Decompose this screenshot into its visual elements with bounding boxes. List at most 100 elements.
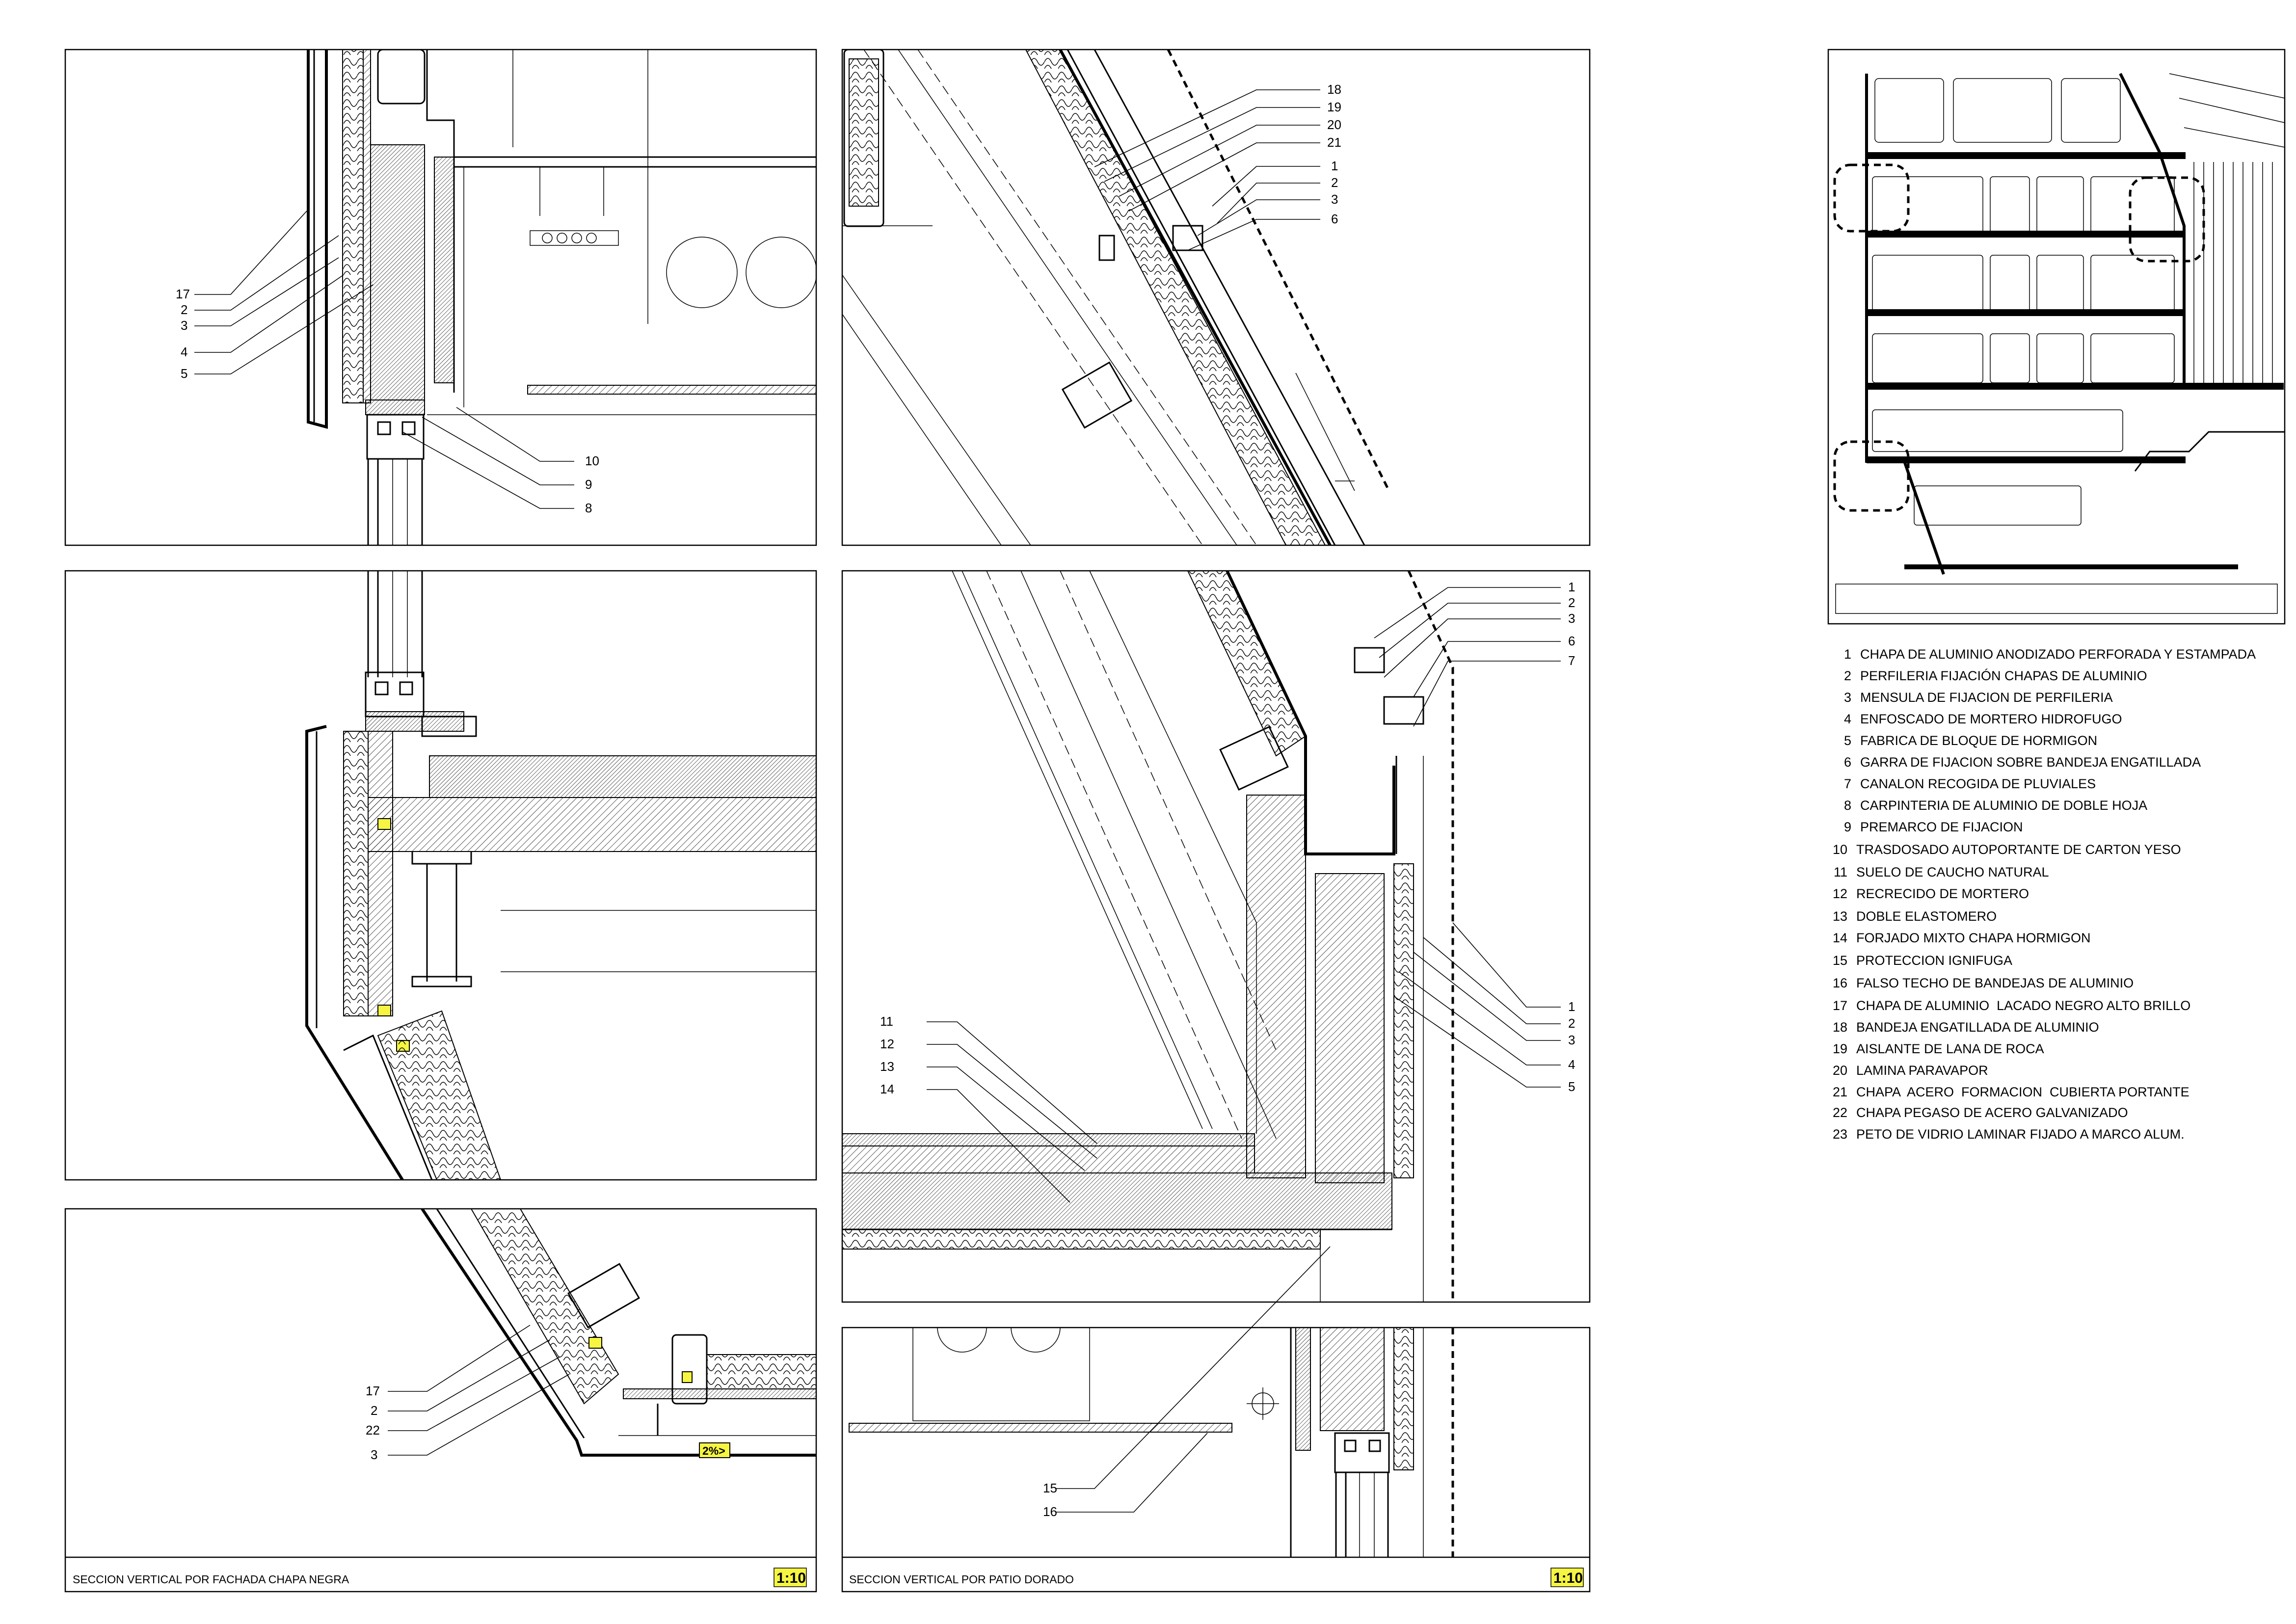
- legend-description: LAMINA PARAVAPOR: [1856, 1063, 1988, 1078]
- legend-number: 21: [1832, 1085, 1847, 1099]
- legend-number: 20: [1832, 1063, 1847, 1078]
- legend-number: 17: [1832, 998, 1847, 1013]
- legend-number: 15: [1832, 953, 1847, 968]
- legend-number: 10: [1832, 842, 1847, 857]
- callout-label: 11: [880, 1014, 893, 1029]
- detail-f-callout-labels: 15 16: [1043, 1481, 1057, 1519]
- legend-number: 7: [1843, 776, 1851, 791]
- legend-number: 6: [1843, 755, 1851, 770]
- legend-number: 2: [1843, 668, 1851, 683]
- callout-label: 3: [371, 1447, 377, 1462]
- callout-label: 1: [1331, 159, 1338, 173]
- callout-label: 8: [585, 501, 592, 515]
- right-panel-scale: 1:10: [1553, 1570, 1583, 1586]
- callout-label: 2: [181, 302, 187, 317]
- callout-label: 3: [181, 318, 187, 333]
- detail-a-callout-labels: 17 2 3 4 5 10 9 8: [176, 287, 599, 515]
- callout-label: 4: [181, 345, 187, 359]
- callout-label: 3: [1568, 1033, 1575, 1047]
- legend-description: FALSO TECHO DE BANDEJAS DE ALUMINIO: [1856, 976, 2134, 990]
- legend-item: 20 LAMINA PARAVAPOR: [1826, 1063, 1988, 1078]
- legend-item: 15 PROTECCION IGNIFUGA: [1826, 953, 2012, 968]
- legend-number: 13: [1832, 909, 1847, 924]
- callout-label: 17: [366, 1384, 380, 1398]
- legend-description: CHAPA PEGASO DE ACERO GALVANIZADO: [1856, 1105, 2128, 1120]
- detail-c-slope-label: 2%>: [702, 1444, 725, 1457]
- detail-b-slab-edge: [64, 570, 817, 1181]
- callout-label: 19: [1327, 100, 1341, 114]
- legend-item: 8 CARPINTERIA DE ALUMINIO DE DOBLE HOJA: [1826, 798, 2147, 813]
- legend-description: PROTECCION IGNIFUGA: [1856, 953, 2013, 968]
- detail-d-sloped-roof: 18 19 20 21 1 2 3 6: [841, 49, 1591, 546]
- callout-label: 22: [366, 1423, 380, 1438]
- legend-description: GARRA DE FIJACION SOBRE BANDEJA ENGATILL…: [1860, 755, 2201, 770]
- legend-number: 8: [1843, 798, 1851, 813]
- callout-label: 2: [371, 1403, 377, 1418]
- legend-description: ENFOSCADO DE MORTERO HIDROFUGO: [1860, 712, 2122, 726]
- legend-description: RECRECIDO DE MORTERO: [1856, 886, 2029, 901]
- callout-label: 13: [880, 1059, 894, 1074]
- detail-a-window-head: 17 2 3 4 5 10 9 8: [64, 49, 817, 546]
- right-panel-title: SECCION VERTICAL POR PATIO DORADO: [849, 1573, 1074, 1586]
- callout-label: 2: [1331, 175, 1338, 190]
- legend-item: 1 CHAPA DE ALUMINIO ANODIZADO PERFORADA Y…: [1826, 647, 2256, 662]
- callout-label: 12: [880, 1037, 894, 1051]
- callout-label: 10: [585, 453, 599, 468]
- callout-label: 1: [1568, 999, 1575, 1014]
- legend-description: MENSULA DE FIJACION DE PERFILERIA: [1860, 690, 2113, 705]
- detail-e-callout-labels: 1 2 3 6 7 11 12 13 14 1 2 3 4 5: [880, 580, 1575, 1096]
- callout-label: 5: [181, 366, 187, 381]
- callout-label: 7: [1568, 653, 1575, 668]
- key-building-section: [1827, 49, 2286, 625]
- legend-description: AISLANTE DE LANA DE ROCA: [1856, 1041, 2044, 1056]
- legend-item: 7 CANALON RECOGIDA DE PLUVIALES: [1826, 776, 2096, 792]
- left-panel-title: SECCION VERTICAL POR FACHADA CHAPA NEGRA: [73, 1573, 349, 1586]
- legend-number: 5: [1843, 733, 1851, 748]
- legend-item: 4 ENFOSCADO DE MORTERO HIDROFUGO: [1826, 712, 2122, 727]
- callout-label: 9: [585, 477, 592, 492]
- legend-description: TRASDOSADO AUTOPORTANTE DE CARTON YESO: [1856, 842, 2181, 857]
- left-panel-scale: 1:10: [776, 1570, 806, 1586]
- legend-number: 3: [1843, 690, 1851, 705]
- legend-number: 1: [1843, 647, 1851, 662]
- callout-label: 5: [1568, 1079, 1575, 1094]
- callout-label: 21: [1327, 135, 1341, 150]
- legend-description: CHAPA DE ALUMINIO ANODIZADO PERFORADA Y …: [1860, 647, 2256, 662]
- legend-description: BANDEJA ENGATILLADA DE ALUMINIO: [1856, 1020, 2099, 1035]
- legend-description: CANALON RECOGIDA DE PLUVIALES: [1860, 776, 2096, 791]
- callout-label: 6: [1568, 634, 1575, 648]
- legend-description: CARPINTERIA DE ALUMINIO DE DOBLE HOJA: [1860, 798, 2148, 813]
- legend-item: 10 TRASDOSADO AUTOPORTANTE DE CARTON YESO: [1826, 842, 2181, 857]
- detail-c-soffit: 2%> 17 2 22 3 SECCION VERTICAL POR FACHA…: [64, 1208, 817, 1593]
- legend-description: FABRICA DE BLOQUE DE HORMIGON: [1860, 733, 2098, 748]
- legend-number: 4: [1843, 712, 1851, 726]
- callout-label: 4: [1568, 1057, 1575, 1072]
- legend-description: PERFILERIA FIJACIÓN CHAPAS DE ALUMINIO: [1860, 668, 2147, 683]
- legend-item: 2 PERFILERIA FIJACIÓN CHAPAS DE ALUMINIO: [1826, 668, 2147, 684]
- detail-e-gutter-and-slab: 1 2 3 6 7 11 12 13 14 1 2 3 4 5: [841, 570, 1591, 1303]
- legend-number: 9: [1843, 820, 1851, 834]
- legend-number: 23: [1832, 1127, 1847, 1142]
- legend-number: 11: [1833, 865, 1847, 879]
- callout-label: 1: [1568, 580, 1575, 594]
- legend-number: 14: [1832, 931, 1847, 945]
- legend-item: 6 GARRA DE FIJACION SOBRE BANDEJA ENGATIL…: [1826, 755, 2201, 770]
- legend-number: 19: [1832, 1041, 1847, 1056]
- legend-number: 12: [1832, 886, 1847, 901]
- callout-label: 16: [1043, 1504, 1057, 1519]
- legend-number: 16: [1832, 976, 1847, 990]
- callout-label: 3: [1568, 611, 1575, 626]
- legend-item: 18 BANDEJA ENGATILLADA DE ALUMINIO: [1826, 1020, 2099, 1035]
- callout-label: 17: [176, 287, 190, 301]
- callout-label: 15: [1043, 1481, 1057, 1495]
- legend-number: 18: [1832, 1020, 1847, 1035]
- legend-item: 12 RECRECIDO DE MORTERO: [1826, 886, 2029, 902]
